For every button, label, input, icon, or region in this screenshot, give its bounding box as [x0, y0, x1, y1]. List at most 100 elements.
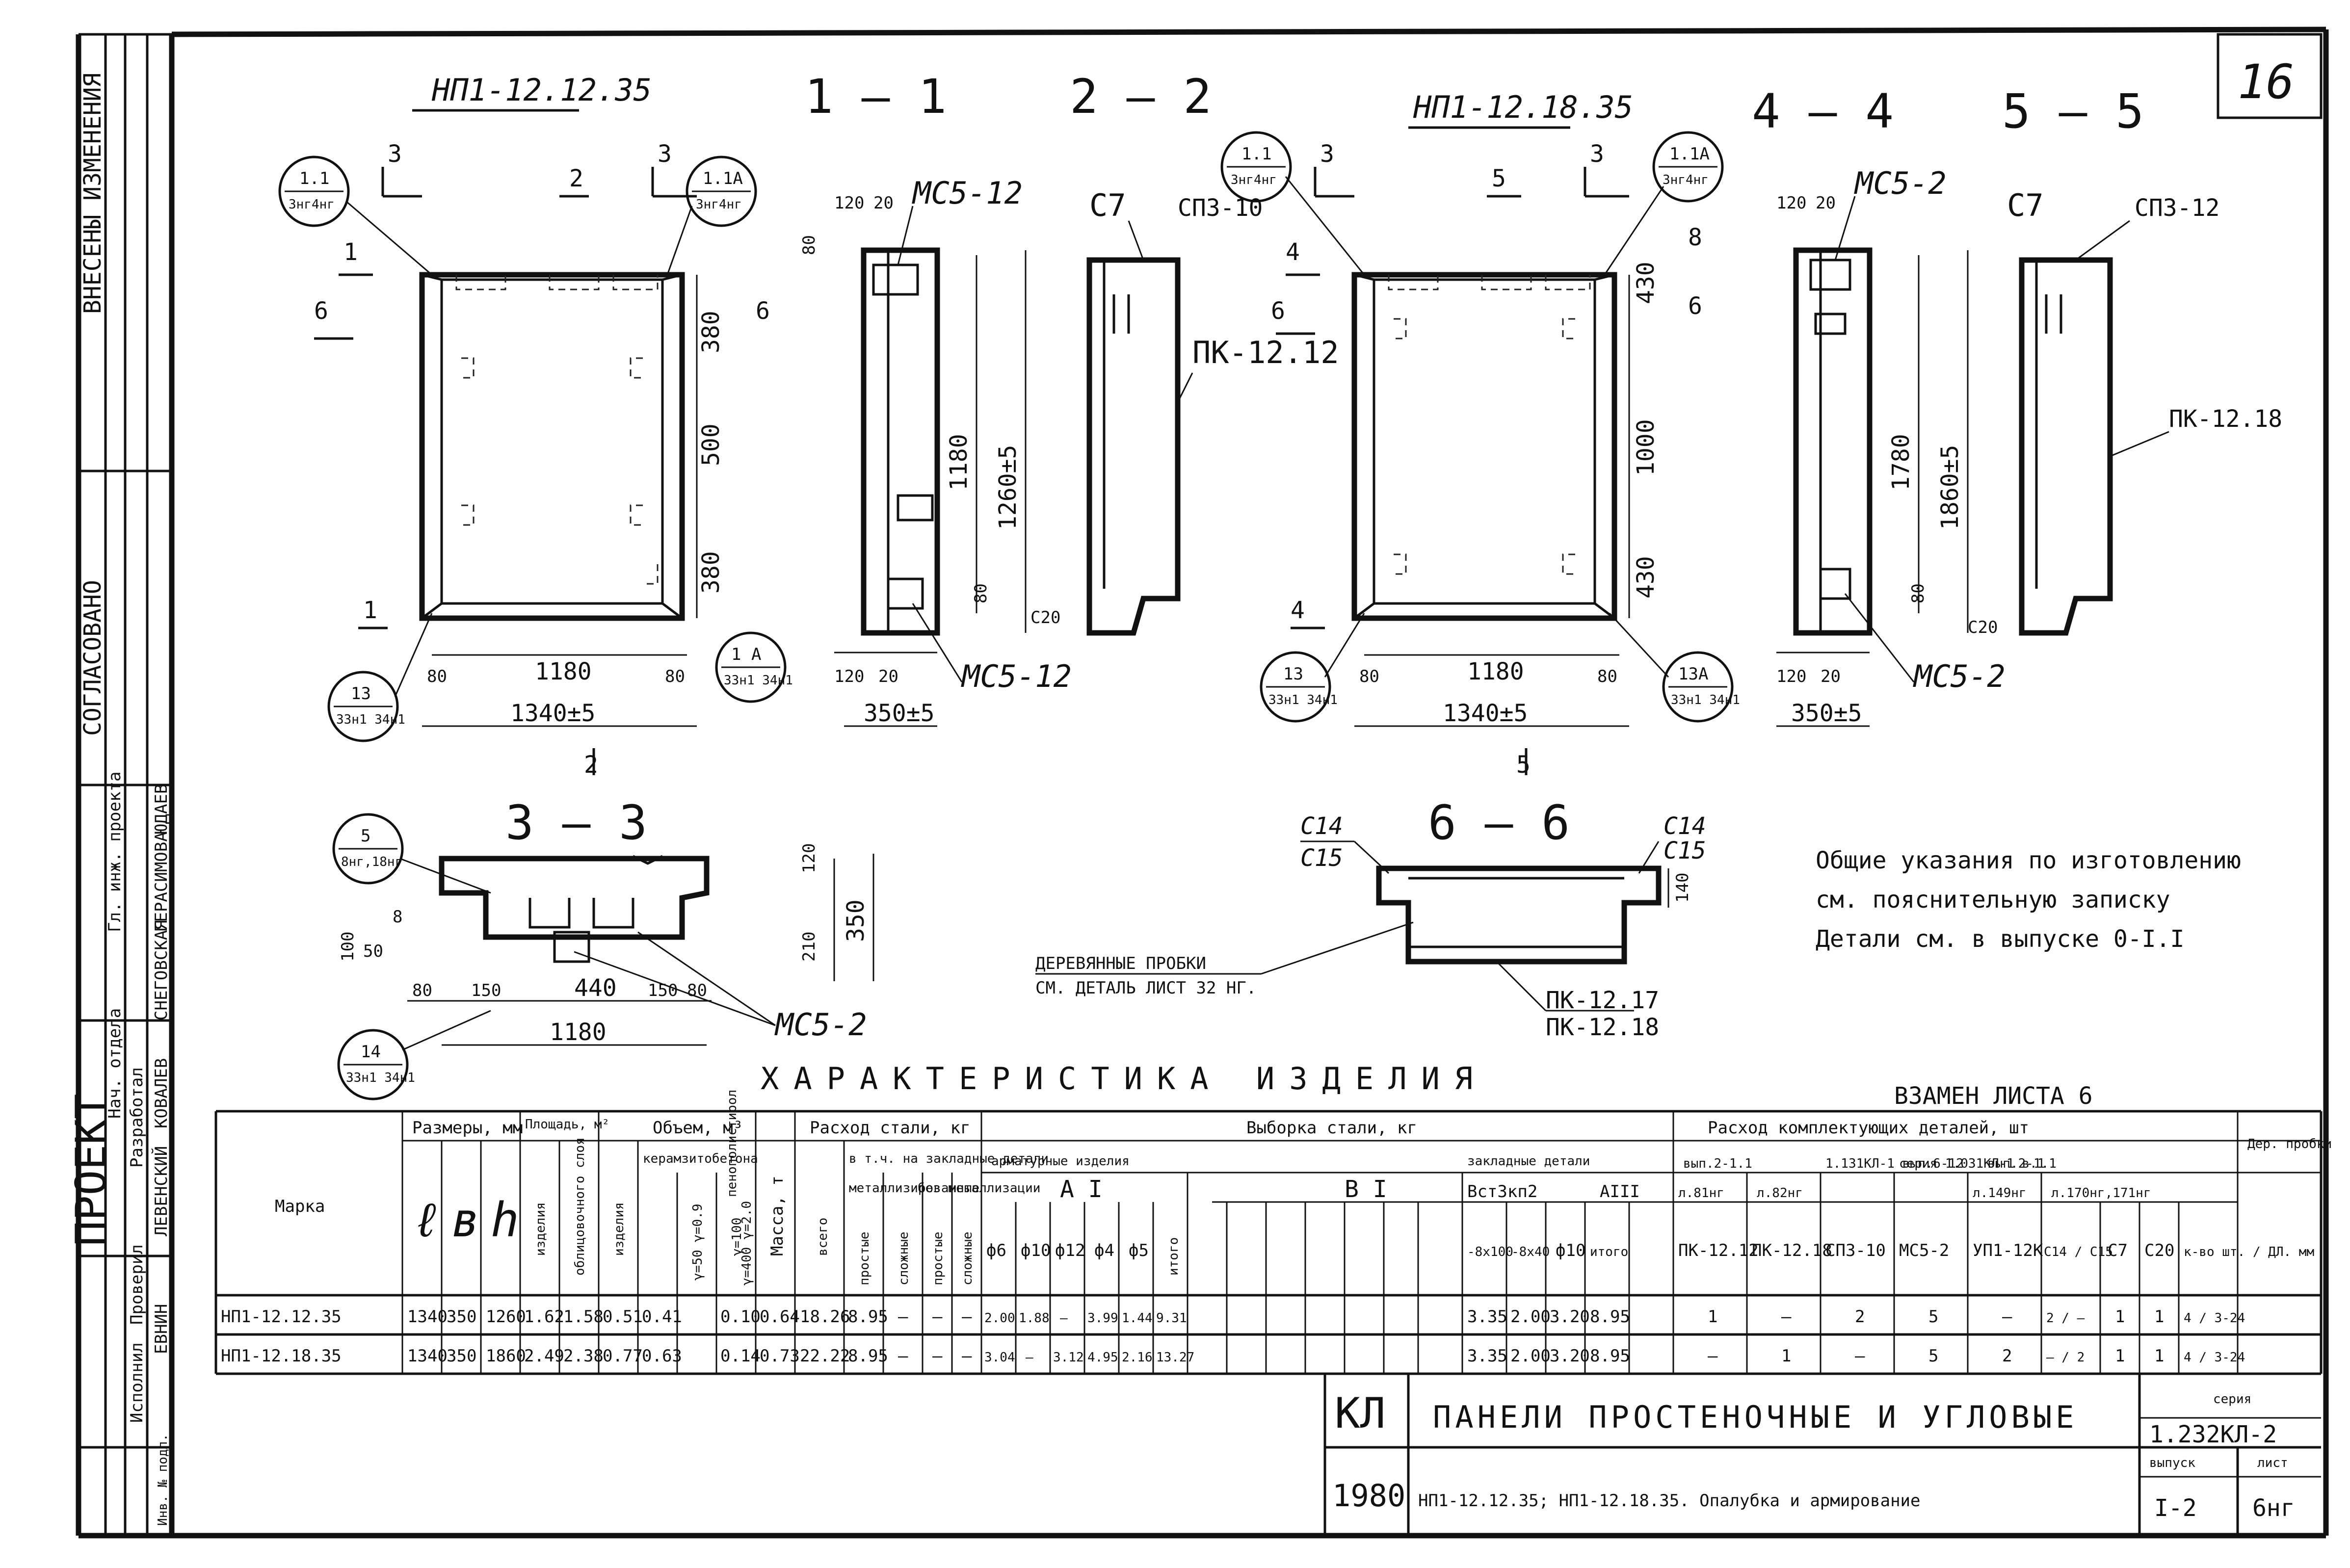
cell-area1: 1.62: [524, 1307, 564, 1327]
section-1-1: 1 — 1 120 20 80 1180 1260±5 80 МС5-12 МС…: [799, 69, 1072, 727]
callout-1a: 1 А: [731, 645, 761, 664]
th-pk1212: ПК-12.12: [1678, 1241, 1759, 1260]
cell-upl: —: [2002, 1307, 2012, 1327]
section-mark-6-left: 6: [1271, 297, 1285, 325]
dim-350: 350±5: [1791, 700, 1862, 727]
part-mc52-bottom: МС5-2: [1913, 658, 2006, 694]
characteristics-table: ХАРАКТЕРИСТИКА ИЗДЕЛИЯ ВЗАМЕН ЛИСТА 6: [214, 1061, 2332, 1375]
stamp-vypusk: I-2: [2154, 1494, 2197, 1522]
dim-120b: 120: [1776, 667, 1806, 686]
th-prost-2: простые: [931, 1231, 946, 1285]
th-d10: ф10: [1021, 1241, 1051, 1260]
cell-l: 1340: [407, 1307, 448, 1327]
th-compl: Расход комплектующих деталей, шт: [1708, 1118, 2029, 1138]
th-marka: Марка: [275, 1197, 325, 1216]
th-v211a: вып.2-1.1: [1683, 1156, 1752, 1171]
section-mark-8: 8: [1688, 224, 1702, 251]
view-title: 2 — 2: [1070, 69, 1212, 124]
callout-1-1a: 1.1А: [1669, 144, 1710, 164]
cell-pk1218: 1: [1781, 1346, 1791, 1366]
th-steel-total: всего: [816, 1218, 830, 1256]
sidebar-name-1: ГЕРАСИМОВА: [152, 832, 171, 932]
section-mark-6-left: 6: [314, 297, 328, 325]
cell-sp310: 2: [1855, 1307, 1865, 1327]
note-general-3: Детали см. в выпуске 0-I.I: [1816, 925, 2184, 953]
cell-vol2: 0.41: [642, 1307, 682, 1327]
section-5-5: 5 — 5 С7 СП3-12 ПК-12.18 С20: [1968, 84, 2282, 637]
callout-1-1a-sheet: 3нг4нг: [696, 197, 742, 212]
callout-13: 13: [1283, 664, 1303, 684]
cell-b: 350: [447, 1346, 476, 1366]
table-replace-note: ВЗАМЕН ЛИСТА 6: [1894, 1082, 2093, 1110]
sidebar-razrab: Разработал: [127, 1067, 147, 1168]
sidebar-soglasovano: СОГЛАСОВАНО: [79, 580, 106, 736]
stamp-vypusk-label: выпуск: [2149, 1456, 2195, 1470]
th-steel-metal: металлизированные: [849, 1181, 979, 1196]
dim-v120: 120: [799, 843, 819, 873]
view-title: 5 — 5: [2002, 84, 2144, 139]
stamp-list: 6нг: [2252, 1494, 2295, 1522]
left-sidebar-stamp: ПРОЕКТ СОГЛАСОВАНО ВНЕСЕНЫ ИЗМЕНЕНИЯ Нач…: [67, 33, 172, 1536]
dim-440: 440: [574, 974, 617, 1002]
sidebar-isp: Исполнил: [127, 1342, 147, 1423]
sheet-frame: 16: [79, 26, 2329, 1539]
cell-h: 1260: [486, 1307, 526, 1327]
th-l: ℓ: [412, 1193, 441, 1248]
th-mass: Масса, т: [767, 1176, 787, 1256]
th-sp310: СП3-10: [1825, 1241, 1886, 1260]
cell-b100: 3.35: [1467, 1307, 1507, 1327]
table-row: НП1-12.12.35 1340 350 1260 1.62 1.58 0.5…: [221, 1307, 2245, 1327]
cell-d5: 1.44: [1122, 1311, 1153, 1326]
dim-120: 120: [1776, 193, 1806, 213]
th-upl: УП1-12К: [1973, 1241, 2043, 1260]
note-general-1: Общие указания по изготовлению: [1816, 847, 2241, 874]
section-mark-1-bottom: 1: [363, 597, 377, 624]
cell-d10b: 3.20: [1550, 1307, 1590, 1327]
th-polyst: пенополистирол: [725, 1090, 739, 1197]
cell-itogo2: 8.95: [1590, 1346, 1630, 1366]
callout-13-sheet: 33н1 34н1: [1268, 693, 1338, 707]
cell-mc52: 5: [1928, 1346, 1938, 1366]
cell-area1: 2.49: [524, 1346, 564, 1366]
section-mark-3: 3: [1320, 140, 1334, 168]
dim-1180v: 1180: [945, 434, 973, 491]
cell-l: 1340: [407, 1346, 448, 1366]
dim-v350: 350: [842, 899, 870, 942]
dim-80-left: 80: [427, 667, 447, 686]
sidebar-prov: Проверил: [127, 1244, 147, 1325]
dim-120: 120: [834, 193, 864, 213]
cell-mass: 0.73: [760, 1346, 800, 1366]
th-vol-item: изделия: [612, 1202, 627, 1256]
dim-50: 50: [363, 941, 383, 961]
cell-b100: 3.35: [1467, 1346, 1507, 1366]
stamp-title: ПАНЕЛИ ПРОСТЕНОЧНЫЕ И УГЛОВЫЕ: [1433, 1399, 2078, 1435]
th-keramzit: керамзитобетона: [643, 1151, 758, 1166]
sidebar-name-6: СНЕГОВСКАЯ: [152, 920, 171, 1020]
section-mark-3b: 3: [658, 140, 672, 168]
section-mark-5-top: 5: [1492, 165, 1506, 192]
cell-mark: НП1-12.18.35: [221, 1346, 342, 1366]
dim-v210: 210: [799, 932, 819, 962]
cell-d10b: 3.20: [1550, 1346, 1590, 1366]
cell-s4: —: [962, 1307, 972, 1327]
th-zaklad: закладные детали: [1467, 1154, 1590, 1169]
section-mark-6-right: 6: [756, 297, 770, 325]
th-steel-nometal: без металлизации: [918, 1181, 1040, 1196]
th-sample: Выборка стали, кг: [1246, 1118, 1417, 1138]
sidebar-changes: ВНЕСЕНЫ ИЗМЕНЕНИЯ: [79, 73, 106, 314]
note-general-2: см. пояснительную записку: [1816, 886, 2170, 914]
dim-80-left: 80: [412, 981, 432, 1000]
cell-mass: 0.64: [760, 1307, 800, 1327]
th-area-item: изделия: [533, 1202, 548, 1256]
cell-pk1218: —: [1781, 1307, 1792, 1327]
dim-1180h: 1180: [550, 1019, 607, 1046]
section-mark-4-top: 4: [1286, 238, 1300, 266]
cell-vol4: 0.10: [720, 1307, 761, 1327]
dim-v430-top: 430: [1632, 261, 1660, 304]
cell-d12: —: [1060, 1311, 1068, 1326]
callout-13a: 13А: [1678, 664, 1708, 684]
dim-v380-top: 380: [697, 311, 725, 353]
th-slozh-1: сложные: [897, 1231, 911, 1285]
th-volume: Объем, м³: [653, 1118, 743, 1138]
cell-c7: 1: [2115, 1346, 2125, 1366]
